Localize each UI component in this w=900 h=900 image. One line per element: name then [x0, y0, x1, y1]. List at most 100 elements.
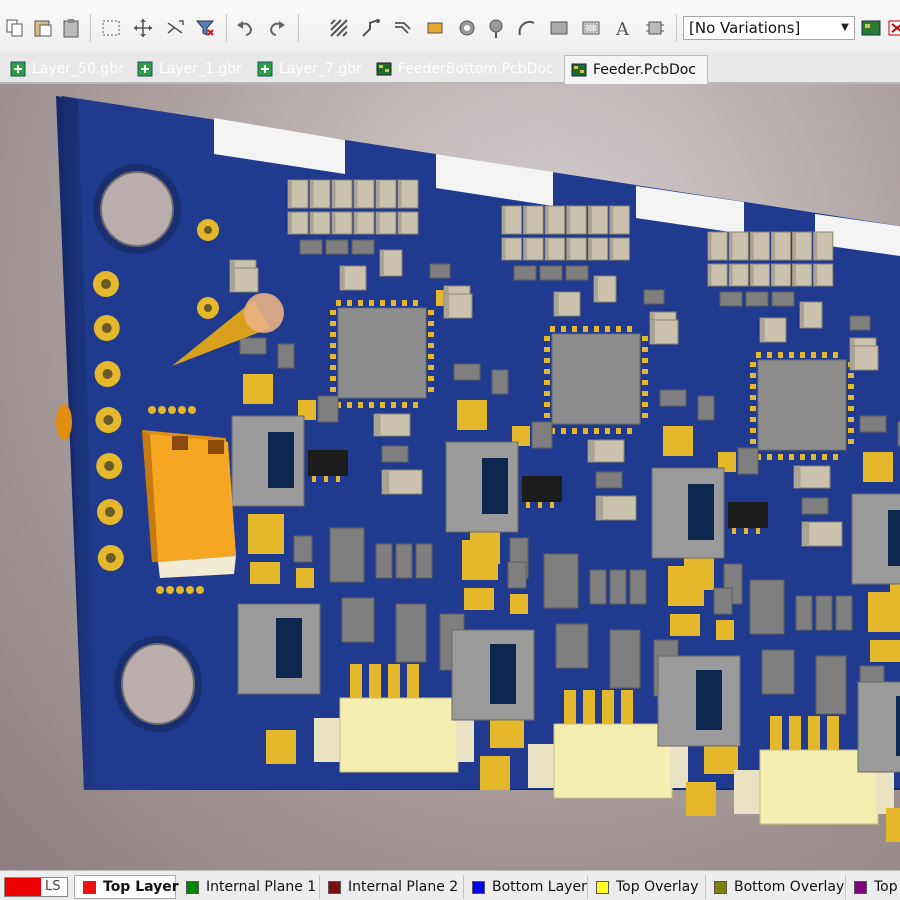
copper-pad: [391, 300, 396, 306]
connector-latch: [670, 744, 688, 788]
exit-icon[interactable]: [884, 14, 900, 42]
smd-resistor: [491, 369, 509, 395]
smd-resistor: [643, 289, 665, 305]
copper-pad: [561, 326, 566, 332]
layer-tab-internal-plane-1[interactable]: Internal Plane 1: [178, 875, 320, 899]
polygon-icon[interactable]: [578, 14, 604, 42]
smd-capacitor-end: [374, 414, 381, 436]
copper-pad: [822, 454, 827, 460]
small-pad: [186, 586, 194, 594]
layer-color-swatch: [854, 880, 867, 894]
layer-set-button[interactable]: LS: [4, 877, 68, 897]
clipboard-icon[interactable]: [58, 14, 84, 42]
tab-layer-1[interactable]: Layer_1.gbr: [131, 55, 248, 82]
copper-pad: [605, 326, 610, 332]
smd-capacitor-end: [760, 318, 765, 342]
tab-feeder-pcbdoc[interactable]: Feeder.PcbDoc: [564, 55, 708, 84]
copper-pad: [544, 347, 550, 352]
copper-pad: [642, 402, 648, 407]
smd-resistor: [415, 543, 433, 579]
selected-component[interactable]: [142, 430, 236, 578]
board-icon[interactable]: [858, 14, 884, 42]
smd-capacitor-end: [650, 320, 656, 344]
silkscreen-block: [436, 154, 553, 206]
copper-pad: [561, 428, 566, 434]
qfn-ic: [551, 333, 641, 425]
variations-dropdown[interactable]: [No Variations]▼: [683, 16, 855, 40]
arc-icon[interactable]: [514, 14, 540, 42]
select-rect-icon[interactable]: [98, 14, 124, 42]
smd-resistor: [659, 389, 687, 407]
layer-tab-internal-plane-2[interactable]: Internal Plane 2: [320, 875, 464, 899]
tab-label: Layer_7.gbr: [279, 60, 362, 77]
fill-icon[interactable]: [546, 14, 572, 42]
copper-pad: [538, 502, 542, 508]
copper-pad: [428, 387, 434, 392]
redo-icon[interactable]: [264, 14, 290, 42]
smd-capacitor-end: [230, 268, 236, 292]
copper-pad: [330, 332, 336, 337]
filter-icon[interactable]: [192, 14, 218, 42]
cross-select-icon[interactable]: [162, 14, 188, 42]
copper-pad: [616, 428, 621, 434]
string-icon[interactable]: A: [610, 14, 636, 42]
layer-tab-bottom-layer[interactable]: Bottom Layer: [464, 875, 588, 899]
pad-icon[interactable]: [422, 14, 448, 42]
smd-capacitor-end: [523, 206, 528, 234]
layer-tab-top-overlay[interactable]: Top Overlay: [588, 875, 706, 899]
copper-pad: [544, 380, 550, 385]
copper-pad: [544, 413, 550, 418]
undo-icon[interactable]: [232, 14, 258, 42]
copper-pad: [250, 562, 280, 584]
svg-text:A: A: [615, 19, 630, 39]
smd-resistor: [609, 629, 641, 689]
copper-pad: [663, 426, 693, 456]
pcb-3d-viewport[interactable]: [0, 84, 900, 870]
copper-pad: [402, 300, 407, 306]
copper-pad: [778, 454, 783, 460]
via-icon[interactable]: [454, 14, 480, 42]
smd-resistor: [293, 535, 313, 563]
layer-tab-bottom-overlay[interactable]: Bottom Overlay: [706, 875, 846, 899]
component-icon[interactable]: [642, 14, 668, 42]
smd-resistor: [277, 343, 295, 369]
paste-icon[interactable]: [30, 14, 56, 42]
copper-pad: [369, 664, 381, 698]
copper-pad: [369, 300, 374, 306]
layer-tab-top-layer[interactable]: Top Layer: [74, 875, 179, 899]
interactive-route-icon[interactable]: [358, 14, 384, 42]
tab-layer-7[interactable]: Layer_7.gbr: [251, 55, 368, 82]
copper-pad: [642, 369, 648, 374]
connector-latch: [314, 718, 344, 762]
copper-pad: [298, 400, 316, 420]
header-pin-hole: [101, 323, 112, 333]
copper-pad: [336, 300, 341, 306]
smd-capacitor-end: [771, 264, 775, 286]
target-icon[interactable]: [484, 14, 510, 42]
copper-pad: [750, 373, 756, 378]
copper-pad: [811, 352, 816, 358]
copper-pad: [544, 358, 550, 363]
smd-resistor: [341, 597, 375, 643]
move-icon[interactable]: [130, 14, 156, 42]
smd-resistor: [329, 527, 365, 583]
small-pad: [196, 586, 204, 594]
differential-route-icon[interactable]: [390, 14, 416, 42]
document-tab-bar: Layer_50.gbr Layer_1.gbr Layer_7.gbr Fee…: [0, 52, 900, 84]
layer-tab-top-paste[interactable]: Top: [846, 875, 900, 899]
tab-feederbottom-pcbdoc[interactable]: FeederBottom.PcbDoc: [370, 55, 560, 82]
smd-capacitor-end: [802, 522, 810, 546]
copper-pad: [621, 690, 633, 724]
copper-pad: [583, 428, 588, 434]
copper-pad: [428, 310, 434, 315]
smd-capacitor-end: [288, 180, 292, 208]
smd-resistor: [737, 447, 759, 475]
copper-pad: [770, 716, 782, 750]
hatch-icon[interactable]: [326, 14, 352, 42]
copy-icon[interactable]: [2, 14, 28, 42]
smd-resistor: [531, 421, 553, 449]
copper-pad: [756, 528, 760, 534]
smd-resistor: [713, 587, 733, 615]
smd-capacitor-end: [523, 238, 528, 260]
tab-layer-50[interactable]: Layer_50.gbr: [4, 55, 130, 82]
